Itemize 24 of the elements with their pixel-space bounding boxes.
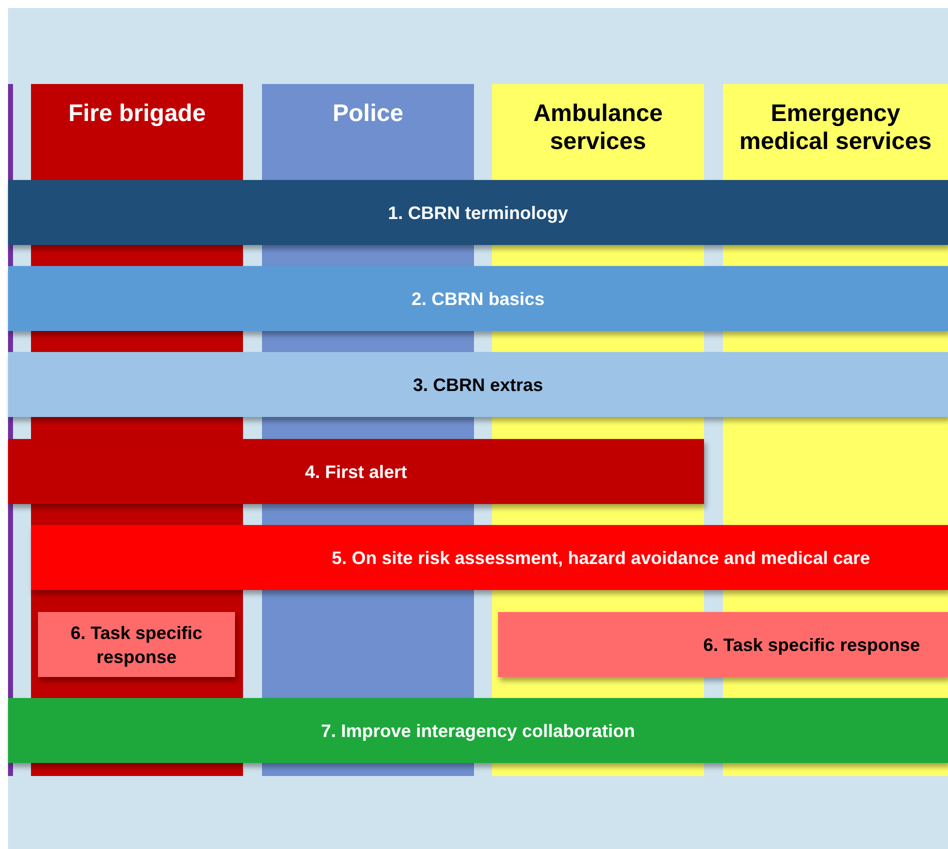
column-panel [723,84,948,180]
band-bar [8,698,948,763]
column-panel [262,84,474,180]
band-label: 4. First alert [304,460,408,484]
band-label: 2. CBRN basics [410,288,546,310]
band-label: 6. Task specific response [702,634,921,656]
column-header: Emergency medical services [738,100,933,156]
band-label: 5. On site risk assessment, hazard avoidance and medical care [330,546,871,570]
band-label: 1. CBRN terminology [386,202,570,224]
band-bar [31,525,948,590]
band-bar [498,612,948,677]
column-header: Police [332,100,404,128]
band-label: 6. Task specific response [70,622,204,668]
column-header: Ambulance services [532,100,664,156]
band-bar [8,266,948,331]
column-panel [31,84,243,180]
band-bar [8,439,704,504]
column-panel [492,84,704,180]
band-label: 3. CBRN extras [412,374,544,396]
column-header: Fire brigade [67,100,207,128]
band-bar [8,180,948,245]
band-bar [8,352,948,417]
band-bar [38,612,235,677]
band-label: 7. Improve interagency collaboration [320,720,636,742]
